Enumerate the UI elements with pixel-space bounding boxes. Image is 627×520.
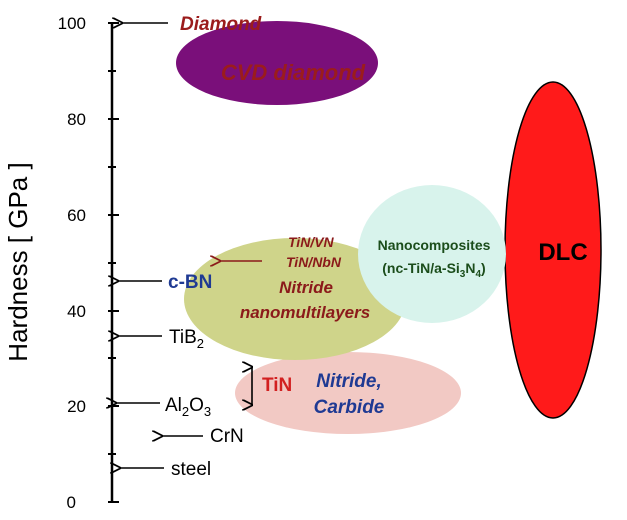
label-nitride-carbide-1: Nitride,	[316, 371, 381, 392]
region-nanocomposites	[358, 185, 506, 323]
tick-label-100: 100	[58, 14, 86, 33]
y-axis-ticks	[108, 22, 119, 503]
region-cvd-diamond	[176, 21, 378, 105]
label-steel: steel	[171, 459, 211, 480]
tick-label-60: 60	[67, 206, 86, 225]
label-crn: CrN	[210, 426, 244, 447]
label-tib2: TiB2	[169, 327, 204, 351]
tick-label-0: 0	[67, 493, 76, 512]
label-cbn: c-BN	[168, 272, 212, 293]
label-al2o3: Al2O3	[165, 395, 211, 419]
label-dlc: DLC	[538, 239, 587, 266]
label-nitride-carbide-2: Carbide	[314, 397, 385, 418]
tick-label-40: 40	[67, 302, 86, 321]
label-nitride-ml-2: nanomultilayers	[240, 303, 370, 322]
tick-label-80: 80	[67, 110, 86, 129]
label-tin: TiN	[262, 375, 292, 396]
y-axis-label: Hardness [ GPa ]	[3, 162, 33, 361]
region-nitride-carbide	[235, 352, 461, 434]
label-nanocomposites-formula: (nc-TiN/a-Si3N4)	[382, 260, 485, 280]
label-nitride-ml-1: Nitride	[279, 278, 333, 297]
label-tinvn: TiN/VN	[288, 234, 335, 250]
region-nitride-nanomultilayers	[184, 238, 406, 360]
label-cvd-diamond: CVD diamond	[221, 60, 366, 85]
label-nanocomposites: Nanocomposites	[378, 237, 491, 253]
marker-arrows	[116, 23, 203, 468]
label-tinnbn: TiN/NbN	[286, 254, 342, 270]
tick-label-20: 20	[67, 397, 86, 416]
label-diamond: Diamond	[180, 14, 262, 35]
